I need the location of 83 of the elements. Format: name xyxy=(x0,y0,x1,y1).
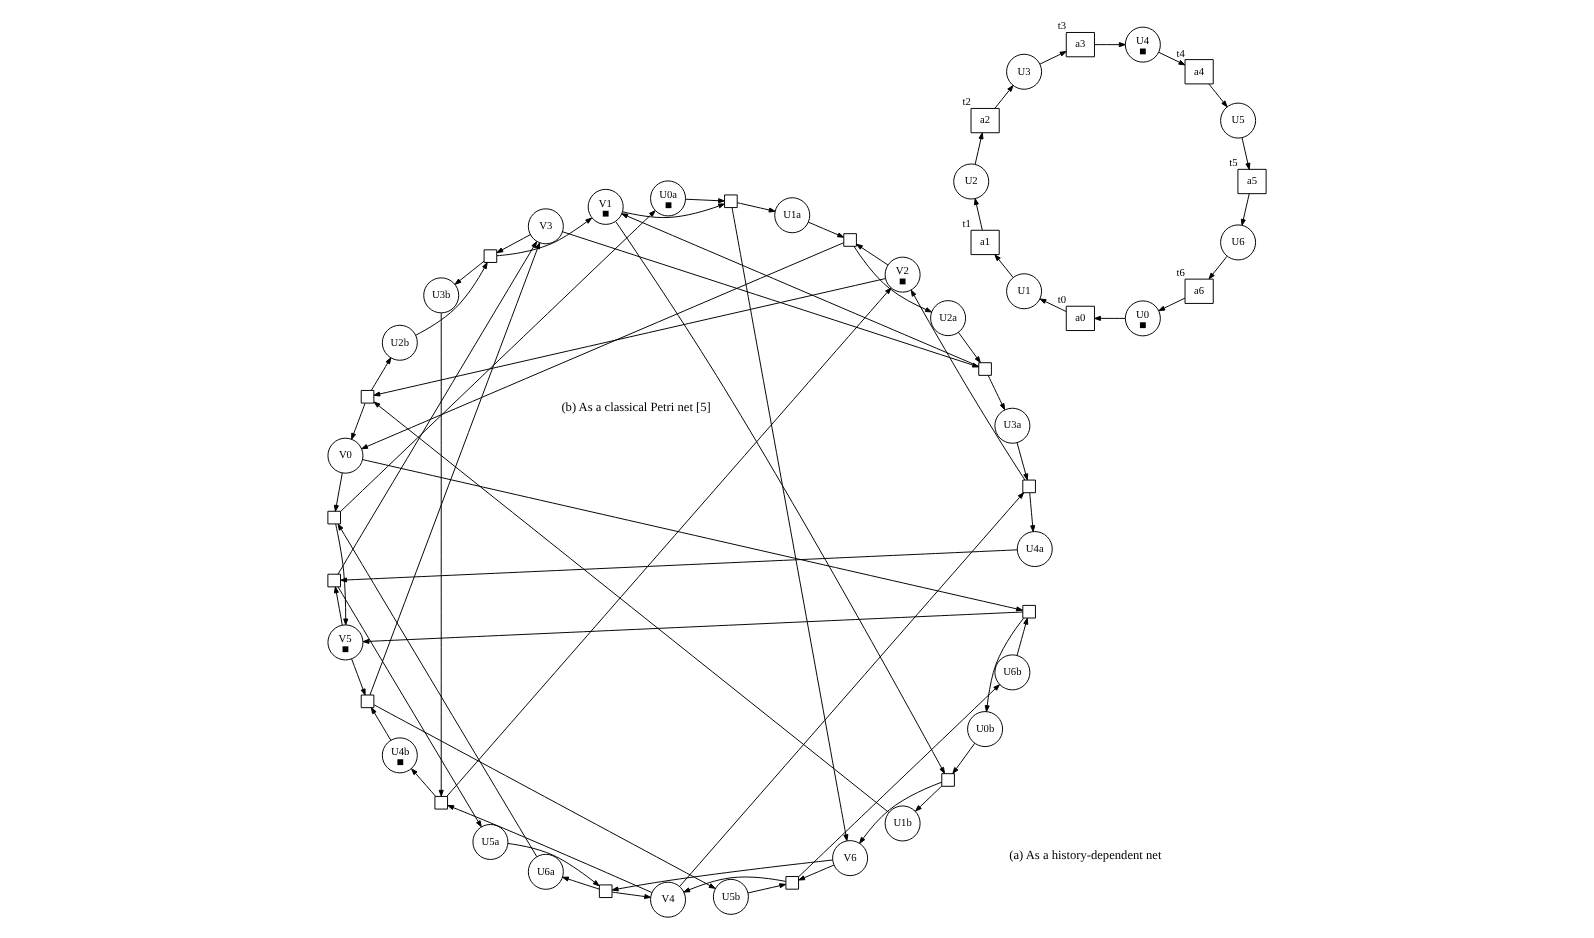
arrow xyxy=(1016,442,1029,481)
arrow xyxy=(362,611,1024,644)
arrow xyxy=(611,859,833,892)
arrow xyxy=(679,492,1025,887)
arrow xyxy=(361,242,845,450)
arrow xyxy=(910,289,1026,481)
arrow xyxy=(1208,255,1228,280)
arrow xyxy=(853,245,932,313)
arrow xyxy=(562,231,979,368)
arrow xyxy=(736,202,776,213)
node-box xyxy=(724,194,738,209)
arrow xyxy=(447,804,653,893)
arrow xyxy=(685,198,725,204)
node-box xyxy=(360,389,375,404)
arrow xyxy=(798,864,835,881)
node-box xyxy=(360,694,375,709)
arrow xyxy=(373,278,886,397)
arrow xyxy=(351,658,366,696)
arrow xyxy=(373,401,890,813)
arrow xyxy=(333,586,343,626)
arrow xyxy=(1094,315,1126,321)
arrow xyxy=(1029,492,1036,532)
arrow xyxy=(994,254,1014,278)
arrow xyxy=(371,357,392,391)
arrow xyxy=(373,704,716,889)
arrow xyxy=(1039,298,1067,313)
node-box xyxy=(941,773,955,787)
node-box xyxy=(843,233,857,247)
node-box xyxy=(327,573,341,588)
arrow xyxy=(1158,297,1186,312)
arrow xyxy=(562,876,600,890)
arrow xyxy=(415,262,488,336)
arrow xyxy=(369,242,541,696)
node-box xyxy=(598,884,613,899)
arrow xyxy=(340,210,656,512)
arrow xyxy=(731,207,849,842)
arrow xyxy=(507,843,600,887)
node-box xyxy=(1022,604,1036,619)
node-box xyxy=(434,795,449,810)
arrow xyxy=(859,781,943,844)
arrow xyxy=(856,243,889,266)
arrow xyxy=(438,312,444,797)
node-box xyxy=(327,510,341,525)
arrow xyxy=(621,213,979,367)
arrow xyxy=(1016,617,1029,656)
arrow xyxy=(952,742,976,774)
arrow xyxy=(683,876,787,893)
arrow xyxy=(411,768,436,797)
arrow xyxy=(496,217,593,257)
arrow xyxy=(333,472,343,512)
arrow xyxy=(362,459,1023,612)
node-box xyxy=(785,876,800,890)
arrow xyxy=(370,707,392,741)
arrow xyxy=(454,260,485,285)
arrow xyxy=(1039,51,1067,65)
arrow xyxy=(351,403,366,440)
arrow xyxy=(994,85,1014,109)
arrow xyxy=(337,241,538,575)
arrow xyxy=(446,287,892,797)
arrow xyxy=(337,586,482,828)
arrow xyxy=(1240,193,1250,226)
arrow xyxy=(1208,83,1228,108)
arrow xyxy=(915,785,943,812)
node-box xyxy=(1022,479,1036,494)
node-box xyxy=(978,362,992,376)
arrow xyxy=(807,221,845,238)
arrow xyxy=(337,523,538,858)
arrow xyxy=(798,684,1000,878)
arrow xyxy=(984,617,1025,712)
arrow xyxy=(335,523,349,626)
arrow xyxy=(747,883,787,894)
arrow xyxy=(974,132,984,165)
arrow xyxy=(973,198,983,231)
arrow xyxy=(1241,137,1251,170)
arrow xyxy=(340,549,1018,583)
arrow xyxy=(987,375,1006,411)
arrow xyxy=(957,331,981,363)
arrow xyxy=(1094,42,1126,48)
arrow xyxy=(1158,51,1186,66)
arrow xyxy=(496,234,531,254)
node-box xyxy=(483,249,498,263)
arrow xyxy=(615,221,946,774)
arrow xyxy=(611,891,652,900)
